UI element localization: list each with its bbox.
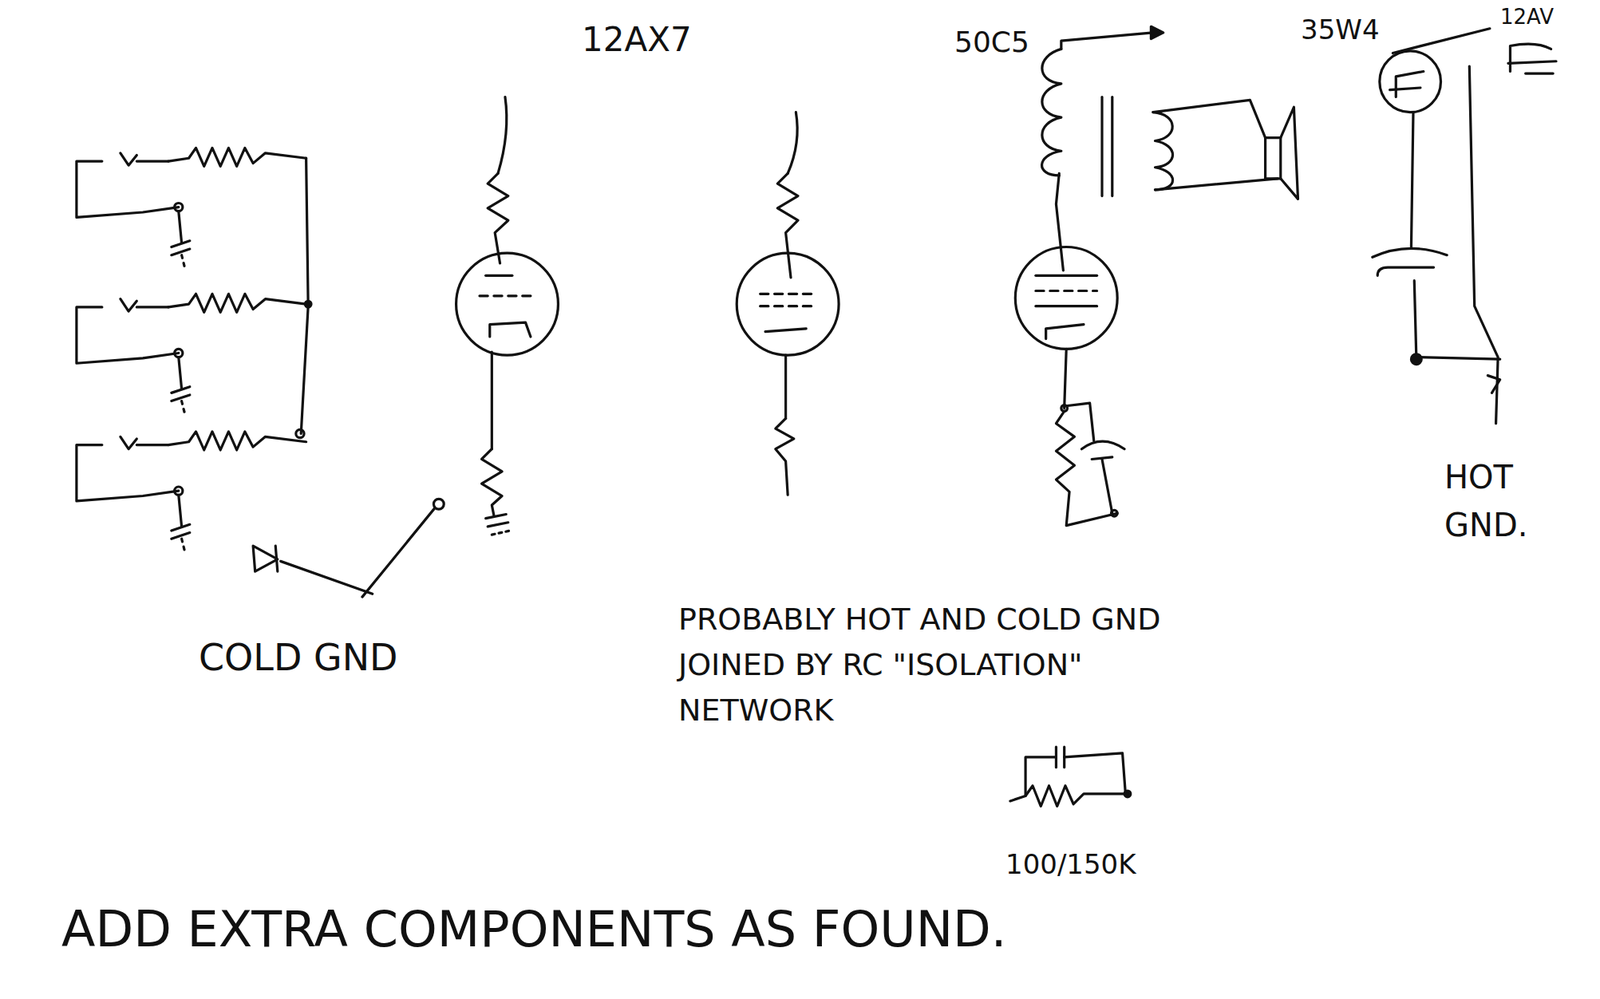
tube-type: 12AX7 xyxy=(581,14,692,65)
input-jacks xyxy=(76,147,307,551)
tube-type: 12AV xyxy=(1500,1,1554,33)
ground-label: COLD GND xyxy=(198,630,398,686)
ground-label: HOT GND. xyxy=(1444,453,1557,550)
note-text: ADD EXTRA COMPONENTS AS FOUND. xyxy=(61,892,1008,967)
tube-type: 35W4 xyxy=(1300,9,1380,51)
note-text: PROBABLY HOT AND COLD GND JOINED BY RC "… xyxy=(678,596,1205,734)
component-value: 100/150K xyxy=(1005,844,1137,885)
wiring xyxy=(252,26,1557,806)
tube-type: 50C5 xyxy=(954,20,1030,64)
